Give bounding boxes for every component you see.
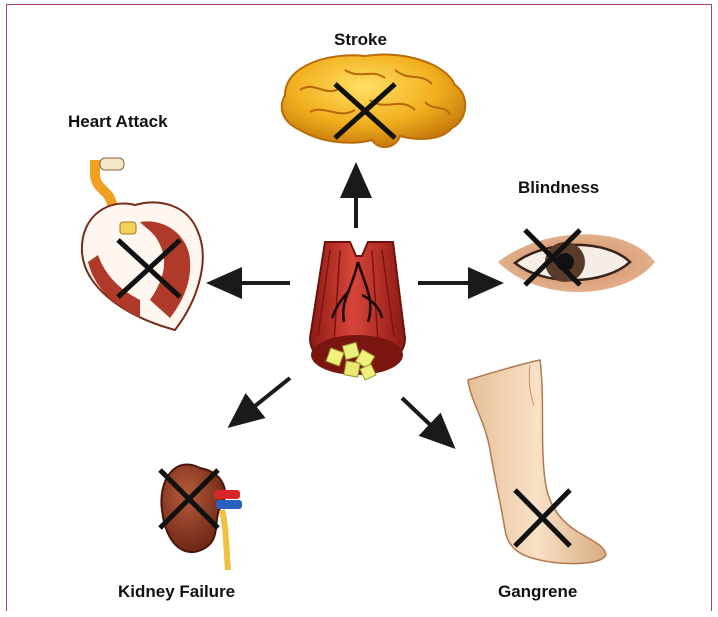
leg-illustration [468,360,606,564]
artery-illustration [310,242,405,380]
gangrene-label: Gangrene [498,582,577,602]
kidney-failure-label: Kidney Failure [118,582,235,602]
arrow-to-leg [402,398,444,438]
blindness-label: Blindness [518,178,599,198]
heart-attack-label: Heart Attack [68,112,168,132]
stroke-label: Stroke [334,30,387,50]
heart-illustration [82,158,203,330]
arrow-to-kidney [240,378,290,418]
